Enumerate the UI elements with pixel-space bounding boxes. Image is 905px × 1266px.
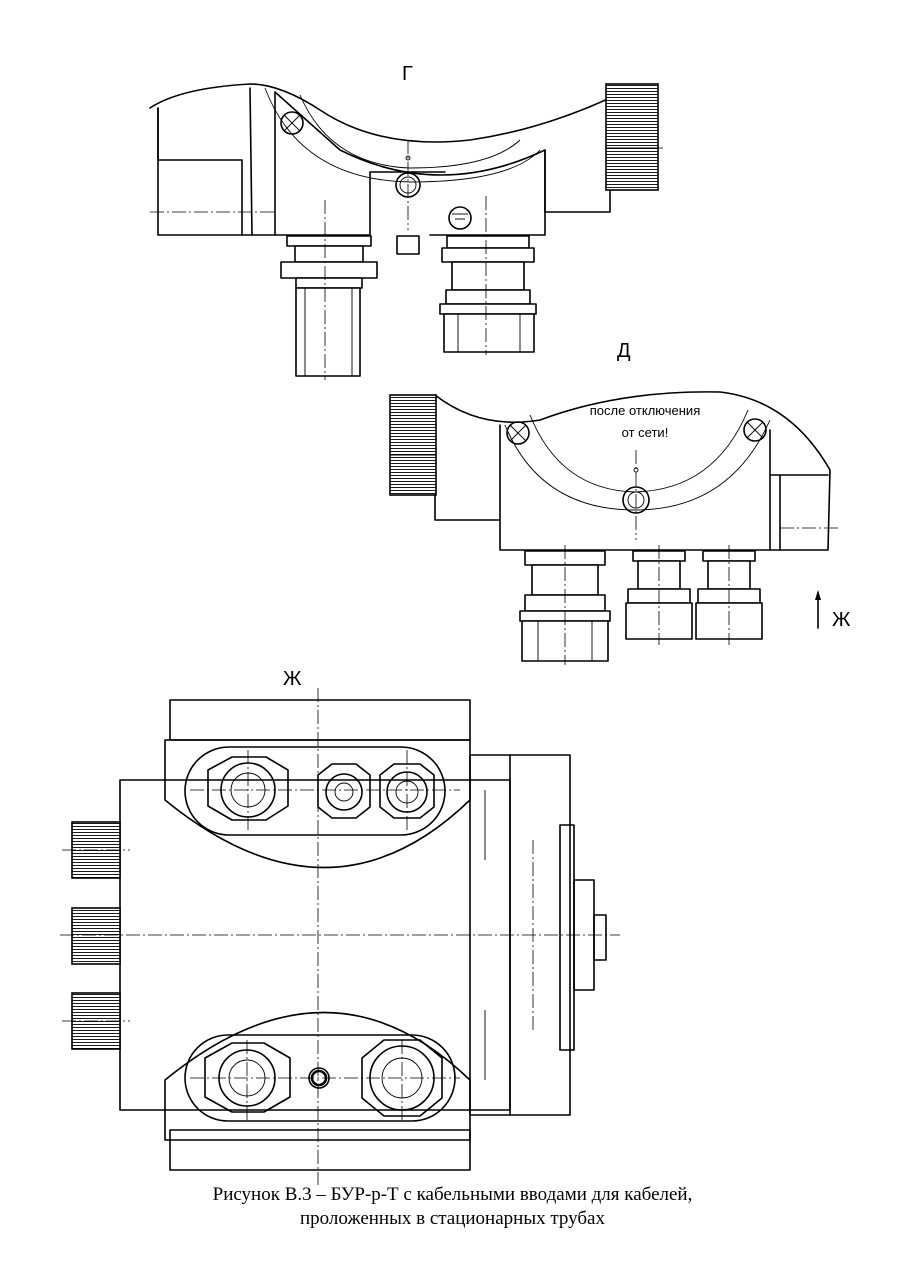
caption-line-1: Рисунок В.3 – БУР-р-Т с кабельными ввода…	[212, 1184, 693, 1205]
arrow-zh-label: Ж	[832, 609, 851, 631]
view-zh: Ж	[60, 668, 620, 1185]
caption-line-2: проложенных в стационарных трубах	[300, 1208, 605, 1229]
view-zh-label: Ж	[283, 668, 302, 690]
view-g-label: Г	[402, 63, 413, 85]
view-g: Г	[149, 63, 665, 380]
plate-text-line2: от сети!	[622, 425, 669, 440]
view-d: Д после отключения от сети!	[389, 340, 851, 665]
view-d-label: Д	[617, 340, 631, 362]
figure-caption: Рисунок В.3 – БУР-р-Т с кабельными ввода…	[0, 1183, 905, 1231]
plate-text-line1: после отключения	[590, 403, 700, 418]
